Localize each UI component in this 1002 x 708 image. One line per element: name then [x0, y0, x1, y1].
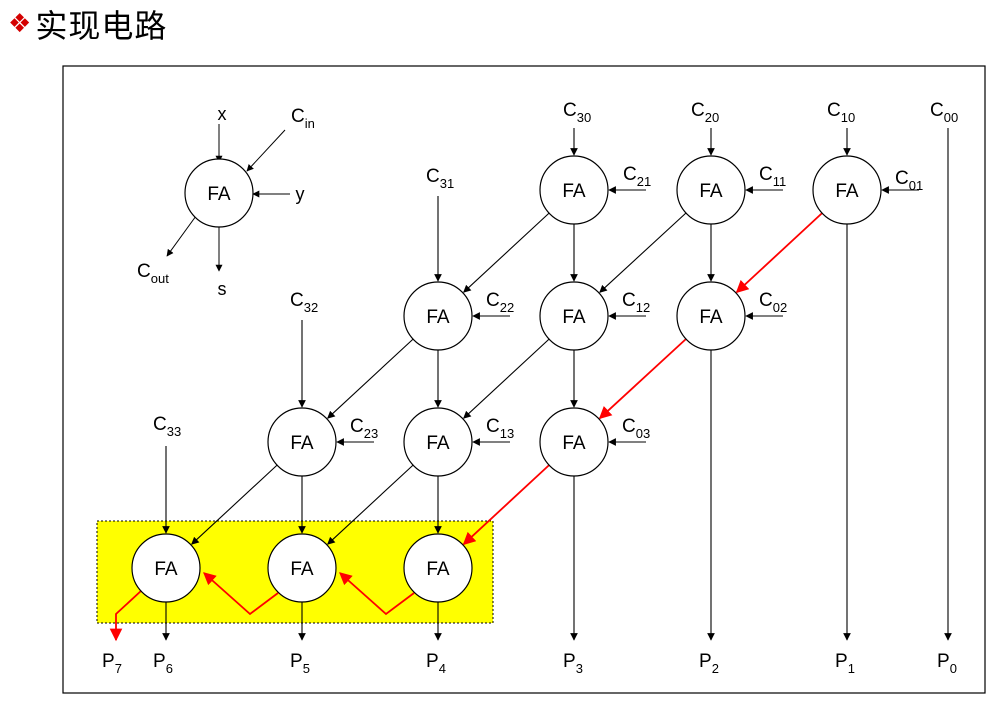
r1c1-to-r2c2	[735, 212, 823, 294]
fa-node-r1c1	[812, 155, 882, 225]
carry-label-c12: C12	[622, 290, 650, 315]
fa-node-r3c4	[403, 407, 473, 477]
diagram-frame	[62, 65, 986, 694]
carry-label-c20: C20	[691, 100, 719, 125]
fa-node-r3c3	[539, 407, 609, 477]
fa-label: FA	[290, 559, 314, 580]
r3c5-to-r4c6	[191, 464, 278, 545]
legend-s-label: s	[218, 279, 227, 299]
output-label-p1: P1	[835, 651, 855, 676]
fa-label: FA	[562, 433, 586, 454]
carry-label-c21: C21	[623, 164, 651, 189]
output-label-p5: P5	[290, 651, 310, 676]
carry-r4c5-to-r4c6	[203, 572, 279, 616]
fa-label: FA	[290, 433, 314, 454]
fa-node-r2c3	[539, 281, 609, 351]
legend: FA x y Cin Cout s	[137, 104, 315, 299]
fa-label: FA	[699, 181, 723, 202]
fa-node-r2c4	[403, 281, 473, 351]
r3c3-to-r4c4	[462, 464, 550, 546]
carry-r4c4-to-r4c5	[339, 572, 415, 616]
legend-fa-label: FA	[207, 184, 231, 205]
r2c4-to-r3c5	[327, 338, 414, 419]
output-label-p0: P0	[937, 651, 957, 676]
fa-label: FA	[562, 307, 586, 328]
fa-label: FA	[562, 181, 586, 202]
carry-label-c02: C02	[759, 290, 787, 315]
fa-label: FA	[699, 307, 723, 328]
r1c2-to-r2c3	[599, 212, 687, 293]
output-label-p7: P7	[102, 651, 122, 676]
fa-nodes: FA FA FA FA FA FA FA FA FA FA FA FA	[131, 155, 882, 603]
fa-label: FA	[426, 433, 450, 454]
carry-label-c10: C10	[827, 100, 855, 125]
carry-label-c01: C01	[895, 168, 923, 193]
r2c3-to-r3c4	[463, 338, 550, 419]
carry-label-c32: C32	[290, 290, 318, 315]
output-label-p2: P2	[699, 651, 719, 676]
output-label-p4: P4	[426, 651, 446, 676]
carry-label-c31: C31	[426, 166, 454, 191]
carry-label-c23: C23	[350, 416, 378, 441]
fa-label: FA	[835, 181, 859, 202]
fa-node-r1c3	[539, 155, 609, 225]
output-label-p6: P6	[153, 651, 173, 676]
fa-label: FA	[426, 559, 450, 580]
fa-label: FA	[154, 559, 178, 580]
fa-node-r1c2	[676, 155, 746, 225]
fa-node-r2c2	[676, 281, 746, 351]
output-label-p3: P3	[563, 651, 583, 676]
carry-label-c11: C11	[759, 164, 786, 189]
fa-label: FA	[426, 307, 450, 328]
carry-r4c6-to-p7	[109, 589, 143, 642]
diamond-bullet-icon: ❖	[8, 9, 32, 39]
fa-node-r4c4	[403, 533, 473, 603]
wires	[109, 128, 952, 642]
title-text: 实现电路	[35, 7, 168, 45]
carry-label-c00: C00	[930, 100, 958, 125]
legend-cin-label: Cin	[291, 106, 315, 131]
slide-title: ❖ 实现电路	[8, 2, 167, 46]
legend-cout-label: Cout	[137, 261, 169, 286]
legend-x-label: x	[218, 104, 227, 124]
legend-fa-node	[184, 158, 254, 228]
carry-label-c30: C30	[563, 100, 591, 125]
r3c4-to-r4c5	[327, 464, 414, 545]
legend-y-label: y	[296, 184, 305, 204]
fa-node-r3c5	[267, 407, 337, 477]
carry-label-c22: C22	[486, 290, 514, 315]
fa-node-r4c6	[131, 533, 201, 603]
r2c2-to-r3c3	[598, 338, 687, 420]
carry-label-c03: C03	[622, 416, 650, 441]
carry-label-c33: C33	[153, 414, 181, 439]
fa-node-r4c5	[267, 533, 337, 603]
carry-label-c13: C13	[486, 416, 514, 441]
r1c3-to-r2c4	[463, 212, 550, 293]
